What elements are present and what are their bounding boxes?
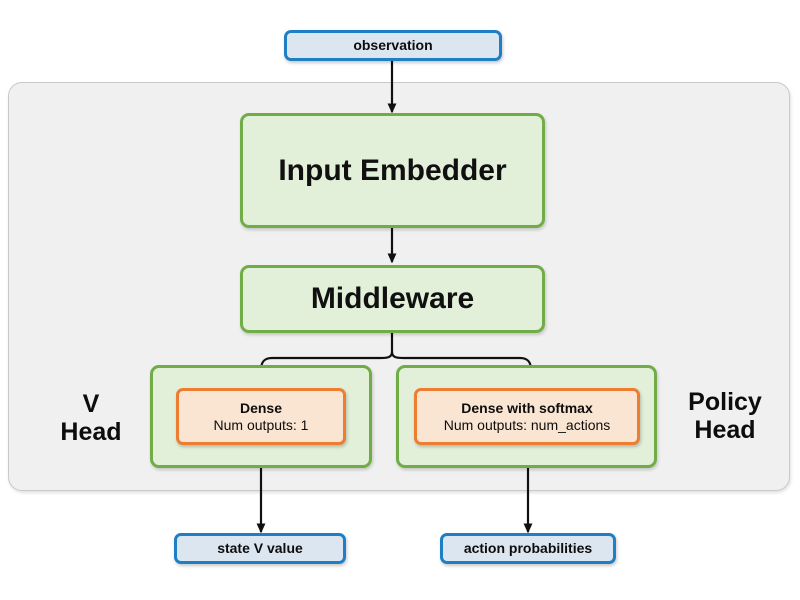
policy-head-dense-subtitle: Num outputs: num_actions: [443, 416, 611, 433]
policy-head-label: Policy Head: [662, 381, 788, 451]
policy-head-label-line1: Policy: [688, 387, 762, 416]
observation-box[interactable]: observation: [284, 30, 502, 61]
policy-head-label-line2: Head: [694, 416, 756, 444]
state-value-output-box[interactable]: state V value: [174, 533, 346, 564]
middleware-box[interactable]: Middleware: [240, 265, 545, 333]
observation-label: observation: [353, 37, 433, 54]
policy-head-dense-title: Dense with softmax: [461, 399, 593, 416]
policy-head-dense-box[interactable]: Dense with softmax Num outputs: num_acti…: [414, 388, 640, 445]
v-head-dense-subtitle: Num outputs: 1: [213, 416, 309, 433]
v-head-label: V Head: [36, 385, 146, 451]
input-embedder-label: Input Embedder: [278, 153, 507, 187]
v-head-label-line1: V: [82, 389, 100, 418]
action-probabilities-label: action probabilities: [463, 540, 593, 557]
v-head-dense-box[interactable]: Dense Num outputs: 1: [176, 388, 346, 445]
action-probabilities-output-box[interactable]: action probabilities: [440, 533, 616, 564]
state-value-label: state V value: [217, 540, 303, 557]
v-head-label-line2: Head: [60, 418, 122, 446]
middleware-label: Middleware: [310, 282, 475, 316]
input-embedder-box[interactable]: Input Embedder: [240, 113, 545, 228]
v-head-dense-title: Dense: [239, 399, 283, 416]
